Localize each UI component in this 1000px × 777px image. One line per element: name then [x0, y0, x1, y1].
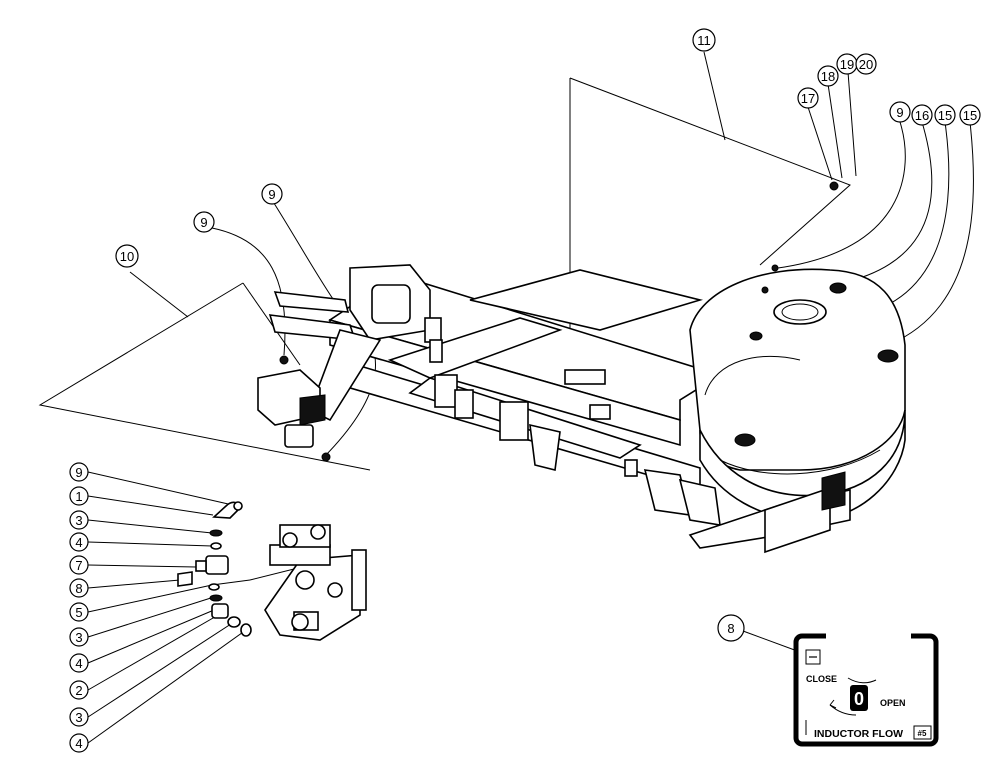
callout-left-1: 1: [69, 486, 89, 506]
callout-left-7: 7: [69, 555, 89, 575]
callout-left-4c: 4: [69, 733, 89, 753]
callout-9-top-right: 9: [889, 101, 911, 123]
svg-text:15: 15: [963, 108, 977, 123]
svg-text:9: 9: [200, 215, 207, 230]
decal-indicator-box: [850, 685, 868, 711]
callout-11: 11: [692, 28, 716, 52]
callout-left-3c: 3: [69, 707, 89, 727]
callout-20: 20: [855, 53, 877, 75]
svg-text:8: 8: [727, 621, 734, 636]
svg-text:7: 7: [75, 558, 82, 573]
svg-text:4: 4: [75, 736, 82, 751]
callout-19: 19: [836, 53, 858, 75]
callout-18: 18: [817, 65, 839, 87]
decal-indicator: 0: [854, 689, 864, 709]
svg-text:4: 4: [75, 535, 82, 550]
decal-number: #5: [918, 729, 927, 738]
callout-left-9: 9: [69, 462, 89, 482]
frame-assembly: [257, 264, 722, 526]
callout-15-b: 15: [959, 104, 981, 126]
svg-text:17: 17: [801, 91, 815, 106]
callout-8-decal: 8: [717, 614, 745, 642]
exploded-parts: [177, 501, 252, 637]
svg-text:5: 5: [75, 605, 82, 620]
svg-text:1: 1: [75, 489, 82, 504]
callout-left-4b: 4: [69, 653, 89, 673]
svg-text:3: 3: [75, 710, 82, 725]
svg-text:10: 10: [120, 249, 134, 264]
callout-left-2: 2: [69, 680, 89, 700]
svg-text:9: 9: [75, 465, 82, 480]
callout-16: 16: [911, 104, 933, 126]
decal-title: INDUCTOR FLOW: [814, 728, 903, 740]
callout-left-3a: 3: [69, 510, 89, 530]
svg-text:3: 3: [75, 630, 82, 645]
callout-left-8: 8: [69, 578, 89, 598]
svg-text:8: 8: [75, 581, 82, 596]
svg-text:11: 11: [697, 33, 711, 48]
callout-left-5: 5: [69, 602, 89, 622]
callout-9-upper-mid: 9: [261, 183, 283, 205]
svg-text:19: 19: [840, 57, 854, 72]
decal-close-label: CLOSE: [806, 674, 837, 684]
svg-text:16: 16: [915, 108, 929, 123]
svg-text:9: 9: [268, 187, 275, 202]
svg-text:18: 18: [821, 69, 835, 84]
callout-left-3b: 3: [69, 627, 89, 647]
callouts: 11 17 18 19 20 9 16 15 15 9 9 10 9 1 3 4…: [69, 28, 981, 753]
decal-open-label: OPEN: [880, 698, 906, 708]
inductor-flow-decal: CLOSE 0 OPEN INDUCTOR FLOW #5: [793, 630, 939, 747]
svg-text:9: 9: [896, 105, 903, 120]
svg-text:15: 15: [938, 108, 952, 123]
callout-15-a: 15: [934, 104, 956, 126]
tank-assembly: [688, 181, 906, 554]
callout-17: 17: [797, 87, 819, 109]
svg-text:4: 4: [75, 656, 82, 671]
svg-text:3: 3: [75, 513, 82, 528]
callout-9-upper-left: 9: [193, 211, 215, 233]
callout-left-4a: 4: [69, 532, 89, 552]
callout-10: 10: [115, 244, 139, 268]
inductor-assembly: [264, 524, 367, 641]
svg-text:2: 2: [75, 683, 82, 698]
svg-text:20: 20: [859, 57, 873, 72]
